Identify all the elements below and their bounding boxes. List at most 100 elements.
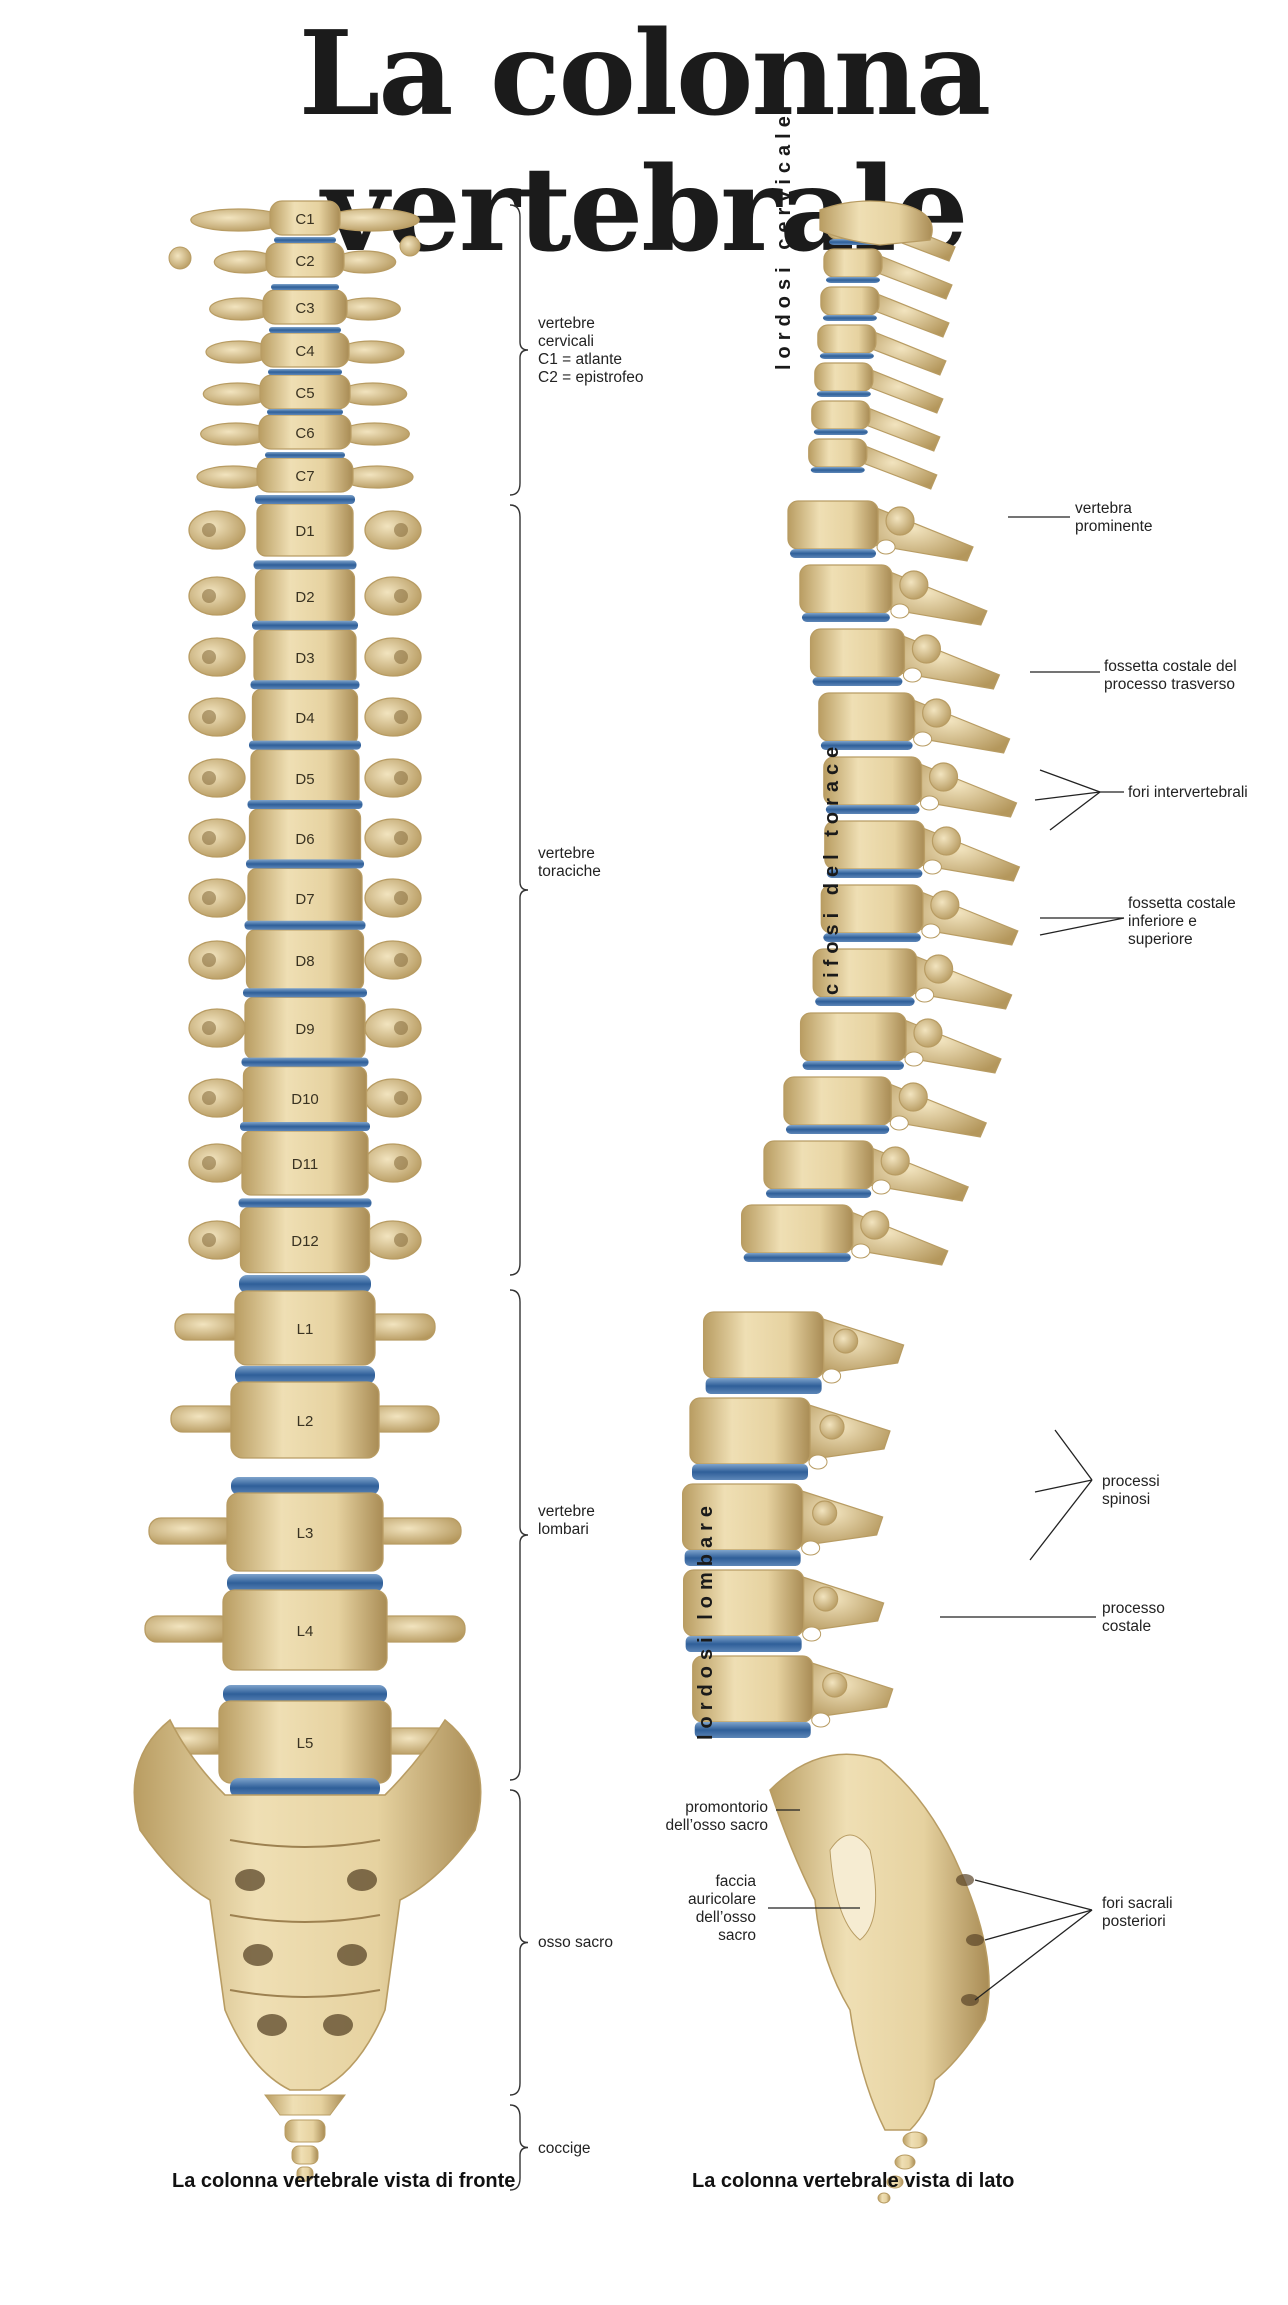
costal-facet-right	[394, 650, 408, 664]
intervertebral-disc	[802, 1061, 904, 1070]
vertebral-body	[787, 500, 879, 550]
thoracic-vertebra-d4: D4	[188, 680, 422, 746]
vertebra-label: D4	[295, 710, 314, 727]
transverse-process-left	[188, 1143, 246, 1183]
leader-line	[1029, 1479, 1093, 1561]
transverse-process-right	[364, 878, 422, 918]
side-vertebra	[740, 1204, 949, 1266]
curve-label: lordosi lombare	[695, 1500, 717, 1740]
costal-facet-right	[394, 589, 408, 603]
costal-facet-left	[202, 1156, 216, 1170]
coccyx	[264, 2094, 346, 2182]
cervical-vertebra-c2: C2	[213, 237, 397, 278]
intervertebral-disc	[694, 1722, 811, 1738]
spinous-process	[868, 368, 944, 414]
leader-line	[1034, 791, 1101, 801]
intervertebral-disc	[823, 933, 921, 942]
thoracic-vertebra-d1: D1	[188, 495, 422, 557]
intervertebral-foramen	[920, 795, 940, 811]
bracket-label-line: toraciche	[538, 863, 601, 880]
coccyx-segment-side	[886, 2175, 904, 2189]
intervertebral-disc	[815, 997, 915, 1006]
costal-facet-right	[394, 953, 408, 967]
costal-facet-left	[202, 710, 216, 724]
transverse-process-right	[364, 818, 422, 858]
transverse-process-right	[364, 940, 422, 980]
side-label-line: promontorio	[685, 1799, 768, 1816]
thoracic-vertebra-d9: D9	[188, 988, 422, 1060]
spinous-process	[799, 1575, 885, 1633]
curve-label: cifosi del torace	[821, 741, 843, 995]
side-vertebra	[783, 1076, 988, 1138]
intervertebral-disc	[227, 1574, 383, 1592]
curly-bracket	[509, 1789, 529, 2096]
transverse-process-left	[188, 1220, 246, 1260]
intervertebral-foramen	[822, 1368, 842, 1384]
intervertebral-foramen	[851, 1243, 871, 1259]
cervical-vertebra-c4: C4	[205, 327, 405, 368]
transverse-process-right	[364, 1143, 422, 1183]
bracket-group: coccige	[509, 2104, 591, 2191]
side-label-line: auricolare	[688, 1891, 756, 1908]
intervertebral-foramen	[904, 1051, 924, 1067]
costal-facet-left	[202, 523, 216, 537]
side-vertebra	[787, 500, 974, 562]
thoracic-vertebra-d7: D7	[188, 859, 422, 929]
intervertebral-foramen	[889, 1115, 909, 1131]
vertebral-body	[230, 1381, 380, 1459]
transverse-process-right	[364, 576, 422, 616]
vertebral-body	[809, 628, 906, 678]
side-vertebra	[682, 1569, 885, 1652]
transverse-process	[930, 890, 960, 920]
transverse-process	[885, 506, 915, 536]
intervertebral-disc	[692, 1464, 809, 1480]
intervertebral-foramen	[802, 1626, 822, 1642]
vertebra-label: C1	[295, 211, 314, 228]
sacral-foramen	[243, 1944, 273, 1966]
sacral-ridge	[229, 1839, 381, 1848]
transverse-process-right	[364, 697, 422, 737]
side-vertebra	[681, 1483, 884, 1566]
intervertebral-disc	[819, 353, 874, 359]
curly-bracket	[509, 504, 529, 1276]
bracket-label-line: lombari	[538, 1521, 589, 1538]
side-label-line: dell’osso	[696, 1909, 756, 1926]
vertebra-label: C5	[295, 385, 314, 402]
cervical-vertebra-c1: C1	[168, 200, 421, 270]
vertebral-body	[702, 1311, 825, 1379]
sacral-foramen	[337, 1944, 367, 1966]
intervertebral-foramen	[922, 859, 942, 875]
coccyx-segment	[291, 2145, 319, 2165]
intervertebral-disc	[238, 1198, 372, 1208]
sacrum	[133, 1718, 482, 2091]
intervertebral-foramen	[871, 1179, 891, 1195]
side-label-line: inferiore e	[1128, 913, 1197, 930]
costal-facet-left	[202, 891, 216, 905]
intervertebral-disc	[240, 1122, 370, 1131]
costal-process-right	[376, 1615, 466, 1643]
thoracic-vertebra-d11: D11	[188, 1122, 422, 1196]
spinous-process	[805, 1403, 891, 1461]
sacral-foramen	[257, 2014, 287, 2036]
sacral-foramen	[323, 2014, 353, 2036]
vertebra-label: C7	[295, 468, 314, 485]
transverse-process	[911, 634, 942, 664]
vertebra-label: D3	[295, 650, 314, 667]
lumbar-vertebra-l5: L5	[158, 1685, 452, 1784]
spinous-process	[865, 406, 941, 452]
vertebral-body	[808, 438, 868, 468]
transverse-process-left	[188, 758, 246, 798]
bracket-label-line: coccige	[538, 2140, 591, 2157]
vertebral-body	[783, 1076, 892, 1126]
thoracic-vertebra-d6: D6	[188, 800, 422, 868]
transverse-process-left	[188, 1078, 246, 1118]
vertebra-label: L4	[297, 1623, 314, 1640]
vertebra-label: C2	[295, 253, 314, 270]
